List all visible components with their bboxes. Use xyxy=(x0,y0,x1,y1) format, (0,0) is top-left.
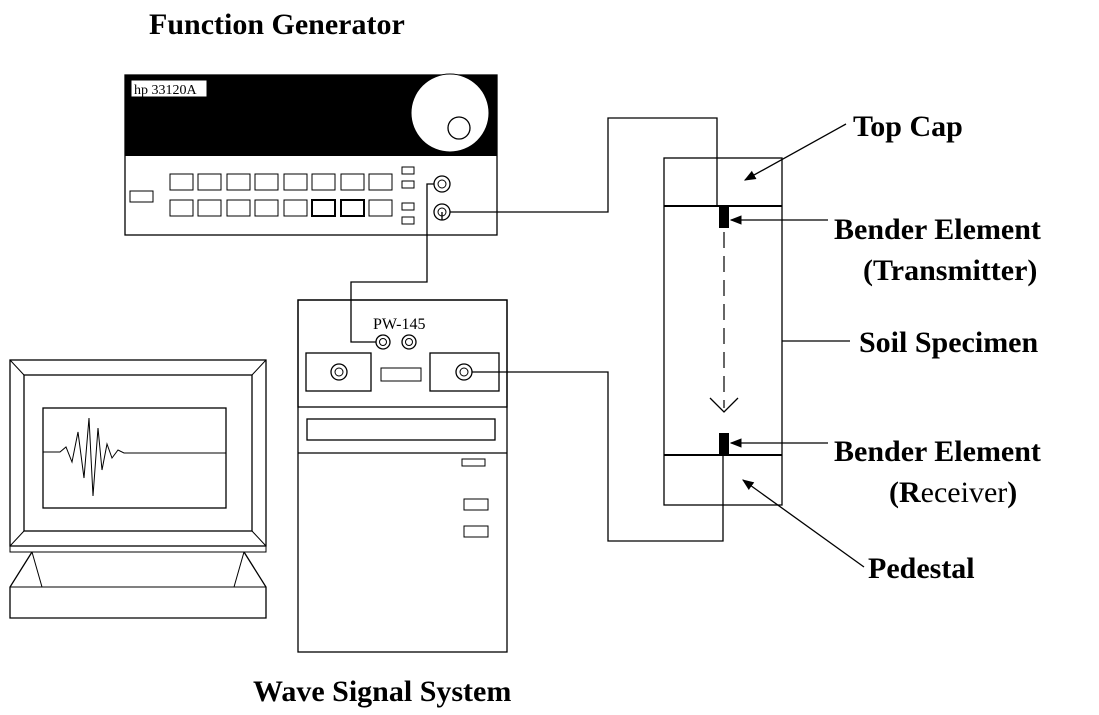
soil-specimen-label: Soil Specimen xyxy=(859,326,1038,359)
cable-generator-to-transmitter xyxy=(441,117,718,220)
soil-specimen-column xyxy=(663,157,783,506)
generator-sync-connector xyxy=(433,175,451,193)
monitor-base xyxy=(9,551,267,619)
bender-transmitter xyxy=(719,206,729,228)
waveform-trace xyxy=(43,417,226,497)
leader-lines xyxy=(729,123,865,568)
generator-knob xyxy=(410,73,490,153)
drive-bay xyxy=(306,418,496,441)
bender-transmitter-label-line1: Bender Element xyxy=(834,213,1041,246)
bender-receiver-label-line2: (Receiver) xyxy=(889,476,1017,509)
cables xyxy=(350,117,724,542)
wave-signal-system-title: Wave Signal System xyxy=(253,675,511,708)
bender-transmitter-label-line2: (Transmitter) xyxy=(863,254,1037,287)
pulser-unit xyxy=(297,299,508,408)
generator-keypad xyxy=(169,166,415,225)
generator-model-plate xyxy=(130,79,208,98)
wave-signal-system: PW-145 xyxy=(297,299,508,653)
generator-side-button xyxy=(129,190,154,203)
generator-model-label: hp 33120A xyxy=(134,83,198,98)
monitor-screen xyxy=(42,407,227,509)
generator-knob-center xyxy=(447,116,471,140)
monitor-frame xyxy=(9,359,267,547)
top-cap-leader xyxy=(743,123,847,181)
function-generator: hp 33120A xyxy=(124,73,498,236)
wave-arrow-head xyxy=(709,397,739,413)
cable-receiver-to-pulser xyxy=(472,371,724,542)
bender-receiver-label-line1: Bender Element xyxy=(834,435,1041,468)
function-generator-title: Function Generator xyxy=(149,8,405,41)
pedestal-label: Pedestal xyxy=(868,552,975,585)
top-cap-label: Top Cap xyxy=(853,110,963,143)
oscilloscope-monitor xyxy=(9,359,267,619)
bender-receiver xyxy=(719,433,729,455)
pedestal-leader xyxy=(742,479,865,568)
pulser-model-label: PW-145 xyxy=(373,316,425,333)
cable-sync-to-pulser xyxy=(350,183,434,343)
